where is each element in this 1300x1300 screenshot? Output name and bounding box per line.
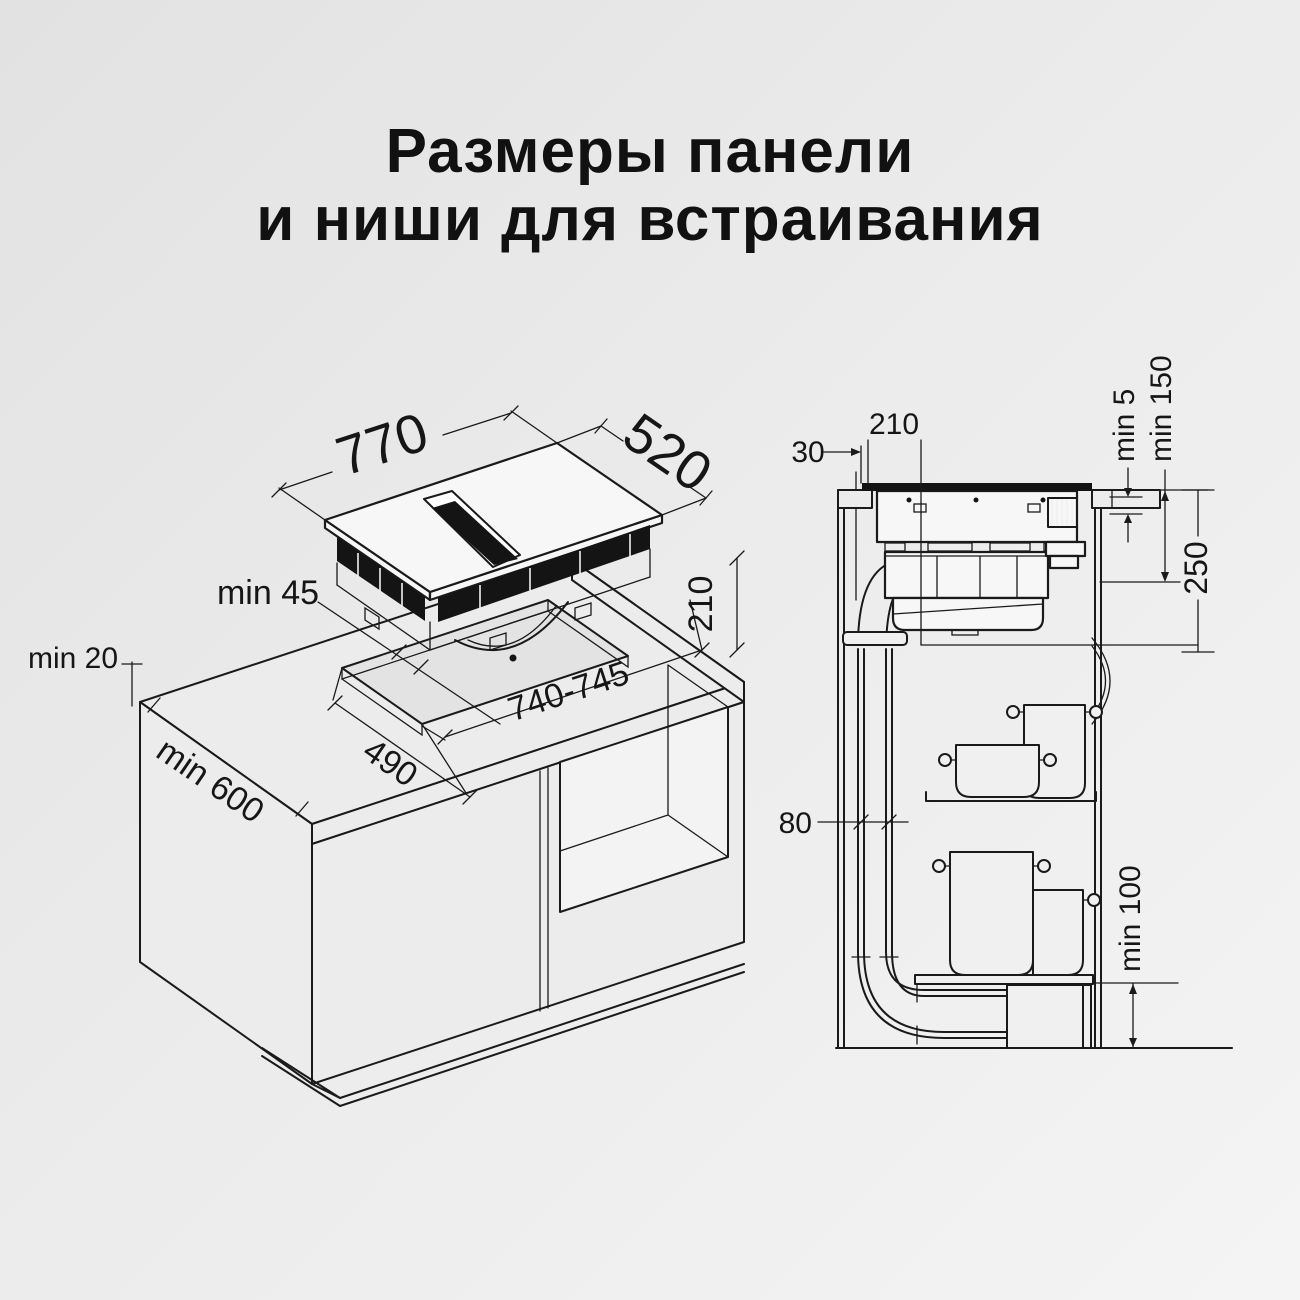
dim-min20: min 20 <box>28 642 143 707</box>
left-dimensions: 770 520 min 45 490 <box>28 400 745 831</box>
coil-box <box>883 550 1050 600</box>
right-wall <box>1094 507 1102 1049</box>
glass-top-section <box>862 483 1092 491</box>
dim-210-left: 210 <box>682 550 745 658</box>
duct-collar <box>454 601 569 662</box>
right-dimensions: 30 210 min 5 min 150 <box>779 355 1215 1049</box>
dim-210-left-label: 210 <box>682 576 720 633</box>
filter-pan <box>891 596 1045 636</box>
dim-250-label: 250 <box>1178 541 1214 594</box>
cabinet-contents <box>914 704 1103 985</box>
section-hob <box>862 483 1092 636</box>
dim-min150: min 150 <box>1099 355 1181 583</box>
toe-kick <box>261 963 745 1107</box>
tall-pot-lower <box>949 851 1034 976</box>
fan-motor <box>1047 497 1078 528</box>
isometric-diagram: 770 520 min 45 490 <box>28 400 745 1107</box>
cabinet <box>139 559 745 1107</box>
hob-vent-block-right <box>438 525 650 622</box>
shelf-board <box>914 974 1094 985</box>
dim-min150-label: min 150 <box>1145 355 1178 462</box>
left-wall <box>837 489 845 1049</box>
downdraft-slot <box>423 490 521 568</box>
duct-coupling <box>842 631 908 646</box>
dim-30: 30 <box>791 436 862 484</box>
dim-min20-label: min 20 <box>28 642 118 675</box>
title-line-2: и ниши для встраивания <box>256 185 1043 254</box>
counter-right-piece <box>1091 489 1161 509</box>
plinth-outlet-box <box>1006 984 1092 1049</box>
dim-770-label: 770 <box>329 400 436 488</box>
dim-min100: min 100 <box>1092 865 1179 1049</box>
dim-min45-label: min 45 <box>217 574 319 612</box>
side-box <box>1044 540 1087 570</box>
exhaust-duct <box>842 559 1008 1045</box>
low-pot-upper <box>955 744 1040 798</box>
hob-panel <box>323 441 664 662</box>
dim-250: 250 <box>1178 489 1215 653</box>
dim-min100-label: min 100 <box>1114 865 1147 972</box>
hob-mounting-frame <box>336 548 651 651</box>
dim-210-right-label: 210 <box>869 408 919 441</box>
hob-vent-block-left <box>337 537 425 621</box>
dim-min5-label: min 5 <box>1108 389 1141 462</box>
dim-min45: min 45 <box>217 574 501 725</box>
dim-min5: min 5 <box>1108 389 1143 543</box>
door-seam <box>539 767 549 1012</box>
counter-left-piece <box>837 489 873 509</box>
page-title: Размеры панели и ниши для встраивания <box>256 117 1043 254</box>
dim-80: 80 <box>779 807 909 840</box>
dim-30-label: 30 <box>791 436 824 469</box>
shelf-bracket <box>925 791 1097 802</box>
dim-520-label: 520 <box>612 401 723 504</box>
dim-80-label: 80 <box>779 807 812 840</box>
dim-210-right: 210 <box>867 408 922 646</box>
open-niche <box>559 664 729 913</box>
title-line-1: Размеры панели <box>386 117 915 186</box>
small-pot-lower <box>1032 889 1084 976</box>
section-diagram: 30 210 min 5 min 150 <box>779 355 1233 1049</box>
